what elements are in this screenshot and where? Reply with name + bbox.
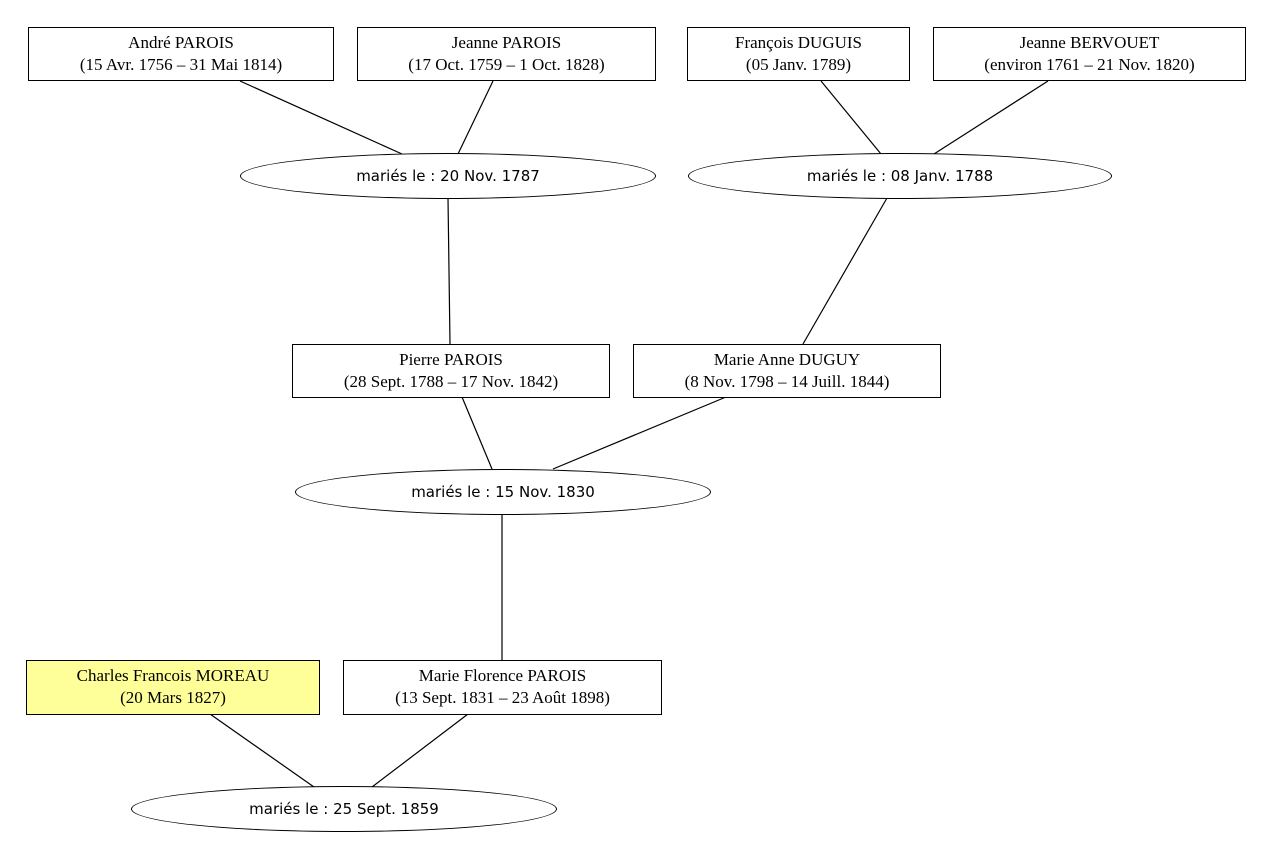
connector-line [457,80,494,155]
person-dates: (15 Avr. 1756 – 31 Mai 1814) [79,55,283,74]
connector-line [802,197,888,345]
person-name: Marie Anne DUGUY [713,350,861,369]
marriage-label: mariés le : 08 Janv. 1788 [806,167,994,185]
person-name: André PAROIS [128,33,234,52]
person-box-andre-parois: André PAROIS (15 Avr. 1756 – 31 Mai 1814… [28,27,334,81]
marriage-ellipse-1859: mariés le : 25 Sept. 1859 [131,786,557,832]
person-dates: (05 Janv. 1789) [745,55,852,74]
marriage-ellipse-1787: mariés le : 20 Nov. 1787 [240,153,656,199]
person-name: François DUGUIS [734,33,863,52]
connector-line [552,396,727,470]
person-box-marie-anne-duguy: Marie Anne DUGUY (8 Nov. 1798 – 14 Juill… [633,344,941,398]
connector-line [933,80,1049,155]
person-dates: (13 Sept. 1831 – 23 Août 1898) [395,688,610,707]
person-name: Jeanne BERVOUET [1019,33,1160,52]
person-name: Charles Francois MOREAU [76,666,270,685]
person-box-charles-francois-moreau: Charles Francois MOREAU (20 Mars 1827) [26,660,320,715]
marriage-label: mariés le : 15 Nov. 1830 [411,483,595,501]
person-dates: (20 Mars 1827) [120,688,226,707]
marriage-label: mariés le : 25 Sept. 1859 [249,800,439,818]
connector-line [371,713,469,788]
person-box-marie-florence-parois: Marie Florence PAROIS (13 Sept. 1831 – 2… [343,660,662,715]
connector-line [820,80,882,155]
person-name: Jeanne PAROIS [451,33,562,52]
connector-line [239,80,403,155]
person-dates: (28 Sept. 1788 – 17 Nov. 1842) [343,372,559,391]
connector-line [447,197,451,345]
person-box-jeanne-parois: Jeanne PAROIS (17 Oct. 1759 – 1 Oct. 182… [357,27,656,81]
person-name: Marie Florence PAROIS [418,666,587,685]
person-box-jeanne-bervouet: Jeanne BERVOUET (environ 1761 – 21 Nov. … [933,27,1246,81]
person-box-pierre-parois: Pierre PAROIS (28 Sept. 1788 – 17 Nov. 1… [292,344,610,398]
person-dates: (8 Nov. 1798 – 14 Juill. 1844) [684,372,890,391]
marriage-ellipse-1830: mariés le : 15 Nov. 1830 [295,469,711,515]
person-dates: (environ 1761 – 21 Nov. 1820) [984,55,1195,74]
person-box-francois-duguis: François DUGUIS (05 Janv. 1789) [687,27,910,81]
person-dates: (17 Oct. 1759 – 1 Oct. 1828) [408,55,605,74]
marriage-ellipse-1788: mariés le : 08 Janv. 1788 [688,153,1112,199]
person-name: Pierre PAROIS [399,350,503,369]
marriage-label: mariés le : 20 Nov. 1787 [356,167,540,185]
connector-line [461,396,493,470]
connector-line [209,713,315,788]
